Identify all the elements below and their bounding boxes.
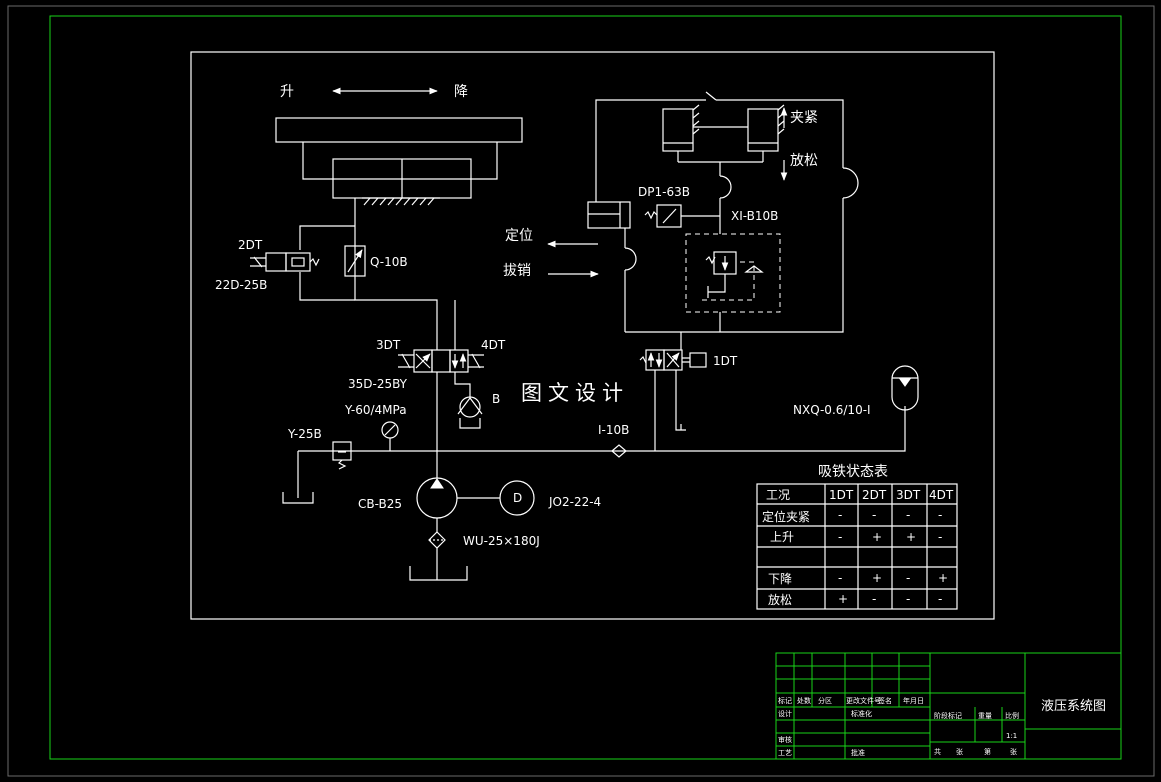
tb-sheet-3: 张 <box>1010 747 1017 756</box>
relief-valve-y25b <box>332 441 352 470</box>
motor-d: D <box>499 480 535 516</box>
locate-cylinder <box>587 201 631 229</box>
label-1dt: 1DT <box>713 354 738 368</box>
watermark: 图文设计 <box>521 381 629 405</box>
row-3-name: 下降 <box>768 572 792 586</box>
label-b: B <box>492 392 500 406</box>
tb-role-4: 批准 <box>851 748 865 757</box>
check-valve-i10b <box>611 444 627 458</box>
lift-cylinder <box>275 117 523 206</box>
label-down: 降 <box>454 84 468 100</box>
row-4-c0: + <box>838 592 848 606</box>
accumulator <box>891 365 919 411</box>
th-2dt: 2DT <box>862 488 887 502</box>
pressure-relay <box>644 204 720 228</box>
label-i10b: I-10B <box>598 423 629 437</box>
schematic-frame <box>190 51 995 620</box>
tb-scale: 1:1 <box>1006 732 1017 740</box>
drawing-title: 液压系统图 <box>1041 699 1106 714</box>
clamp-cylinder-2 <box>747 104 785 162</box>
tb-role-1: 标准化 <box>851 709 872 718</box>
motor-d-letter: D <box>513 491 522 505</box>
row-3-c0: - <box>838 571 842 585</box>
title-block: 标记 处数 分区 更改文件号 签名 年月日 设计 标准化 审核 工艺 批准 阶段… <box>775 652 1122 760</box>
tb-sign-0: 标记 <box>778 696 792 705</box>
tb-sheet-2: 第 <box>984 747 991 756</box>
tb-role-3: 工艺 <box>778 749 792 757</box>
label-3dt: 3DT <box>376 338 401 352</box>
tb-role-2: 审核 <box>778 735 792 744</box>
label-4dt: 4DT <box>481 338 506 352</box>
clamp-cylinder-1 <box>662 104 700 162</box>
filter-wu <box>428 531 446 549</box>
valve-22d <box>250 252 320 272</box>
label-release: 放松 <box>790 153 818 169</box>
pump-b <box>457 396 483 429</box>
label-accumulator: NXQ-0.6/10-I <box>793 403 871 417</box>
label-xib10b: XI-B10B <box>731 209 778 223</box>
tb-role-0: 设计 <box>778 709 792 718</box>
tb-sign-3: 更改文件号 <box>846 696 881 705</box>
label-clamp: 夹紧 <box>790 110 818 126</box>
label-motor-model: JO2-22-4 <box>548 495 601 509</box>
tb-sheet-1: 张 <box>956 747 963 756</box>
label-gauge: Y-60/4MPa <box>344 403 407 417</box>
row-0-c2: - <box>906 508 910 522</box>
row-1-c0: - <box>838 530 842 544</box>
tb-sign-4: 签名 <box>878 696 892 705</box>
row-3-c1: + <box>872 571 882 585</box>
label-2dt: 2DT <box>238 238 263 252</box>
label-y25b: Y-25B <box>287 427 322 441</box>
label-dp1: DP1-63B <box>638 185 690 199</box>
tb-sign-5: 年月日 <box>903 696 924 705</box>
row-0-name: 定位夹紧 <box>762 509 810 524</box>
label-up: 升 <box>280 84 294 100</box>
tb-stage-0: 阶段标记 <box>934 711 962 720</box>
row-1-c1: + <box>872 530 882 544</box>
row-1-c2: + <box>906 530 916 544</box>
pump-cb <box>416 477 458 519</box>
row-4-c3: - <box>938 592 942 606</box>
pressure-gauge <box>381 421 399 451</box>
throttle-valve <box>344 245 366 277</box>
valve-35d <box>398 349 484 373</box>
tb-stage-1: 重量 <box>978 712 992 720</box>
valve-1dt <box>639 349 707 371</box>
row-4-c1: - <box>872 592 876 606</box>
th-3dt: 3DT <box>896 488 921 502</box>
outer-frame <box>7 5 1155 777</box>
th-1dt: 1DT <box>829 488 854 502</box>
row-4-c2: - <box>906 592 910 606</box>
row-0-c3: - <box>938 508 942 522</box>
state-table: 吸铁状态表 工况 1DT 2DT 3DT 4DT 定位夹紧 - - - - 上升… <box>756 464 958 610</box>
th-4dt: 4DT <box>929 488 954 502</box>
row-3-c2: - <box>906 571 910 585</box>
row-1-name: 上升 <box>770 530 794 544</box>
state-table-title: 吸铁状态表 <box>818 464 888 480</box>
tb-sheet-0: 共 <box>934 747 941 756</box>
label-pull-pin: 拔销 <box>503 263 531 279</box>
drawing-border <box>49 15 1122 760</box>
tb-sign-2: 分区 <box>818 696 832 705</box>
row-1-c3: - <box>938 530 942 544</box>
label-22d: 22D-25B <box>215 278 267 292</box>
row-3-c3: + <box>938 571 948 585</box>
row-0-c0: - <box>838 508 842 522</box>
valve-xib10b <box>685 233 781 332</box>
label-35d: 35D-25BY <box>348 377 408 391</box>
row-4-name: 放松 <box>768 592 792 607</box>
th-condition: 工况 <box>766 488 790 502</box>
tb-sign-1: 处数 <box>797 696 811 705</box>
label-cbb25: CB-B25 <box>358 497 402 511</box>
label-q10b: Q-10B <box>370 255 408 269</box>
tb-stage-2: 比例 <box>1005 711 1019 720</box>
label-filter: WU-25×180J <box>463 534 540 548</box>
label-locate: 定位 <box>505 228 533 244</box>
row-0-c1: - <box>872 508 876 522</box>
